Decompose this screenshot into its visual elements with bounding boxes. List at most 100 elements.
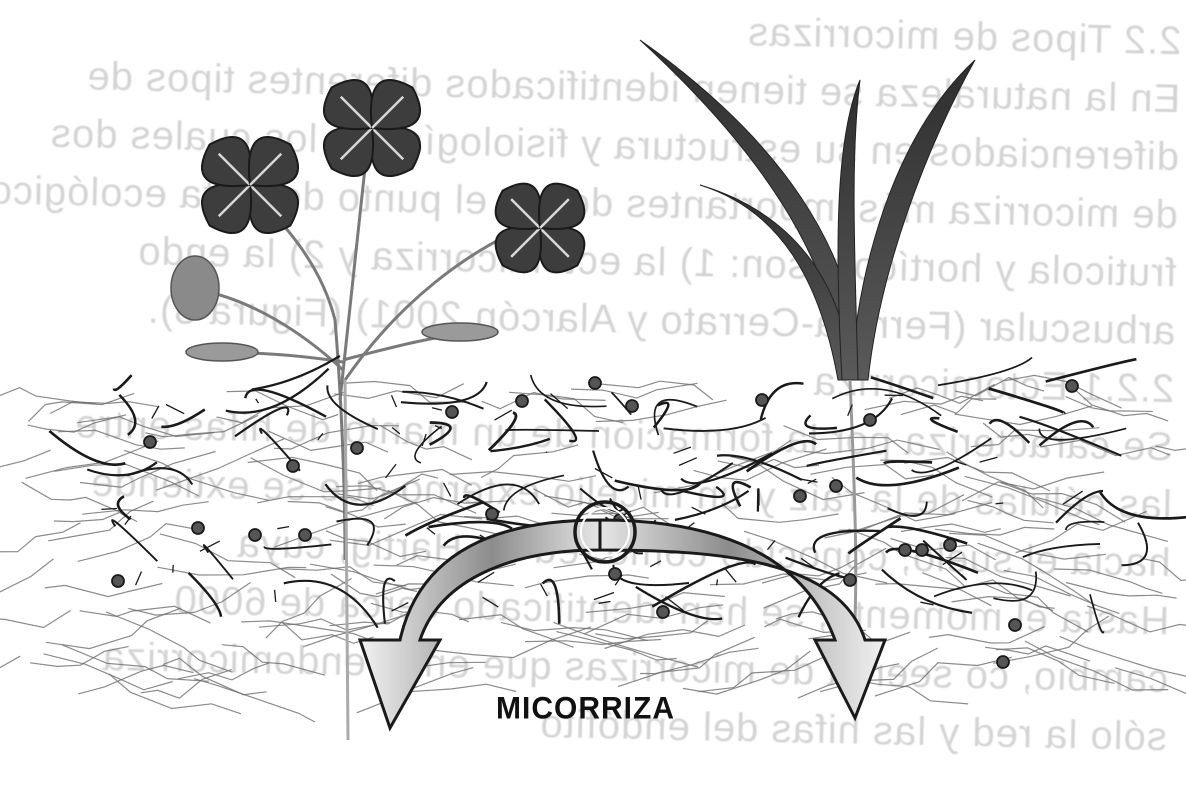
hypha-strand xyxy=(383,579,395,624)
hypha-branch xyxy=(256,399,259,403)
hypha-branch xyxy=(650,561,661,567)
hypha-strand xyxy=(49,431,125,465)
hypha-branch xyxy=(674,447,691,453)
spore xyxy=(287,460,299,472)
spore xyxy=(446,406,458,418)
hypha-strand xyxy=(832,389,941,416)
root-strand xyxy=(450,472,596,482)
hypha-strand xyxy=(805,415,837,428)
root-strand xyxy=(459,615,573,648)
hypha-branch xyxy=(679,458,697,466)
hypha-strand xyxy=(1046,359,1137,381)
fungal-hyphae-network xyxy=(49,356,1186,633)
hypha-branch xyxy=(638,486,641,499)
spore xyxy=(299,529,311,541)
hypha-strand xyxy=(119,395,135,435)
clover-seed-pod xyxy=(186,343,258,361)
root-strand xyxy=(996,648,1114,684)
right-arrow xyxy=(600,520,885,718)
hypha-branch xyxy=(541,584,548,596)
spore xyxy=(756,394,768,406)
root-strand xyxy=(0,388,96,404)
hypha-strand xyxy=(284,581,378,628)
root-strand xyxy=(326,531,426,557)
root-strand xyxy=(954,406,1092,425)
spore xyxy=(249,529,261,541)
spore xyxy=(486,508,498,520)
hypha-branch xyxy=(136,572,142,586)
hypha-strand xyxy=(226,369,329,413)
hypha-branch xyxy=(495,410,512,420)
root-strand xyxy=(163,658,267,694)
hypha-branch xyxy=(166,405,184,414)
hypha-strand xyxy=(814,531,880,553)
hypha-strand xyxy=(504,475,564,510)
hypha-branch xyxy=(444,483,451,497)
root-strand xyxy=(1144,559,1186,581)
root-strand xyxy=(0,610,71,627)
spore xyxy=(192,522,204,534)
root-strand xyxy=(962,472,1104,501)
hypha-strand xyxy=(325,484,405,505)
spore xyxy=(844,574,856,586)
root-strand xyxy=(106,612,233,672)
root-strand xyxy=(501,622,648,640)
spore xyxy=(997,656,1009,668)
clover-stem xyxy=(250,190,345,560)
root-strand xyxy=(971,428,1100,447)
spore xyxy=(1009,619,1021,631)
root-strand xyxy=(825,502,993,538)
root-strand xyxy=(1037,497,1168,541)
hypha-strand xyxy=(405,502,484,536)
root-strand xyxy=(358,470,472,486)
root-strand xyxy=(595,621,708,639)
root-strand xyxy=(178,663,269,680)
root-strand xyxy=(43,654,172,690)
root-strand xyxy=(274,426,399,449)
hypha-strand xyxy=(204,545,233,579)
root-strand xyxy=(605,625,745,649)
root-strand xyxy=(968,500,1054,522)
spore xyxy=(830,480,842,492)
root-strand xyxy=(156,439,284,491)
hypha-branch xyxy=(427,528,435,534)
hypha-branch xyxy=(725,569,736,582)
root-strand xyxy=(984,584,1088,632)
spore xyxy=(864,414,876,426)
root-strand xyxy=(380,426,472,460)
hypha-branch xyxy=(594,593,614,600)
grass-blade xyxy=(838,80,860,380)
hypha-branch xyxy=(101,509,117,510)
hypha-branch xyxy=(483,597,499,607)
root-strand xyxy=(618,637,755,686)
spore xyxy=(144,436,156,448)
micorriza-label: MICORRIZA xyxy=(496,691,675,727)
spore xyxy=(112,575,124,587)
hypha-strand xyxy=(882,570,972,613)
root-strand xyxy=(698,655,829,692)
hypha-branch xyxy=(152,406,159,419)
hypha-branch xyxy=(275,590,276,602)
root-strand xyxy=(1054,569,1162,593)
spore xyxy=(1066,380,1078,392)
hypha-strand xyxy=(543,580,560,624)
clover-bud xyxy=(171,256,219,320)
root-strand xyxy=(1087,606,1186,632)
root-strand xyxy=(1066,583,1177,599)
root-strand xyxy=(22,482,120,512)
hypha-strand xyxy=(114,375,132,390)
clover-seed-pod xyxy=(422,323,498,341)
hypha-strand xyxy=(931,418,958,432)
root-strand xyxy=(54,464,199,496)
hypha-strand xyxy=(489,413,516,451)
root-strand xyxy=(929,627,1045,643)
spore xyxy=(516,395,528,407)
hypha-branch xyxy=(392,603,409,612)
root-strand xyxy=(880,460,992,497)
hypha-strand xyxy=(118,496,131,519)
hypha-strand xyxy=(112,520,157,561)
hypha-strand xyxy=(327,385,377,429)
hypha-branch xyxy=(200,541,220,551)
